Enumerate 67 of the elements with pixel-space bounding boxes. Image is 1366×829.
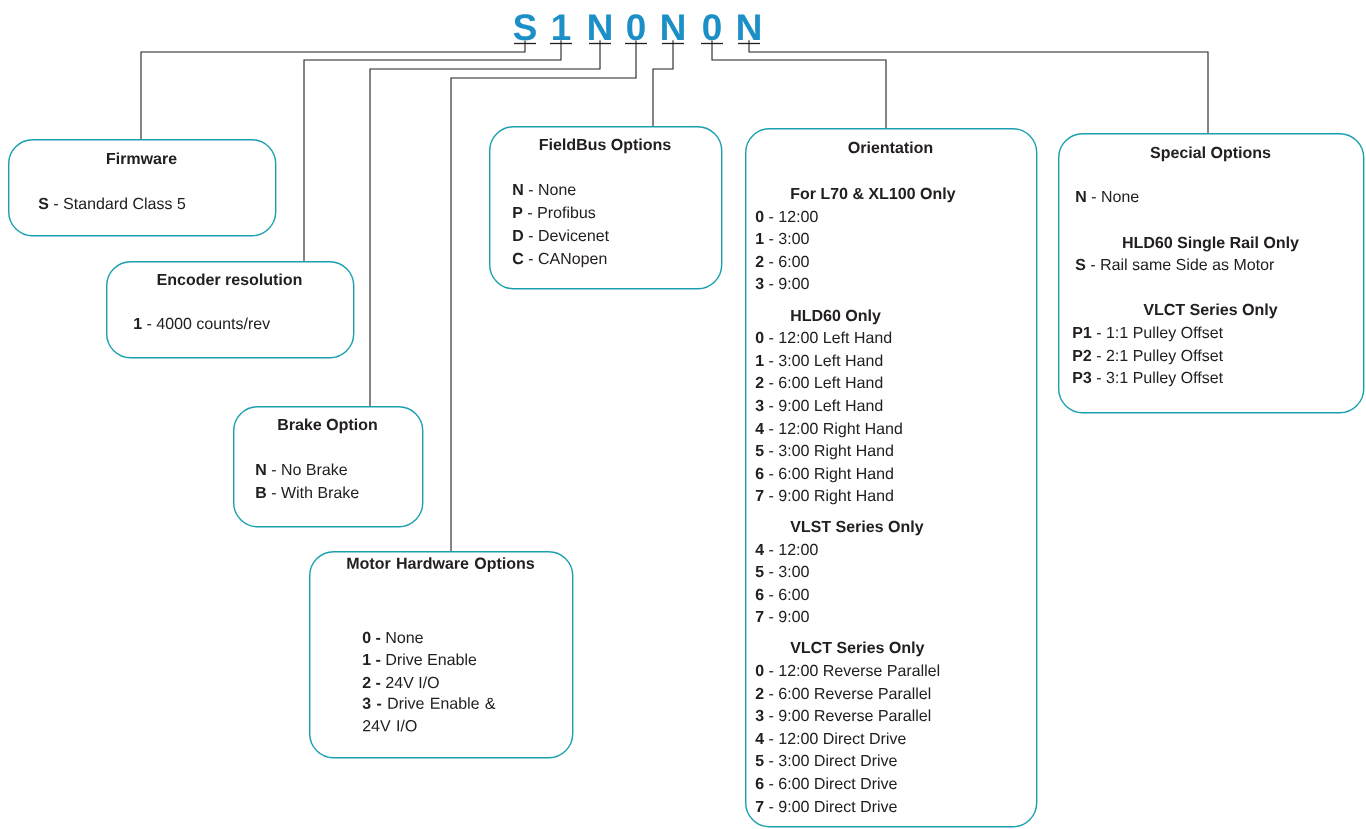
code-character: 1 <box>553 14 571 40</box>
option-row: 6 - 6:00 <box>755 588 809 601</box>
option-row: 4 - 12:00 Right Hand <box>755 422 902 438</box>
box-heading: Motor Hardware Options <box>347 557 535 573</box>
option-row: P1 - 1:1 Pulley Offset <box>1073 326 1223 342</box>
option-row: 2 - 6:00 Left Hand <box>755 376 883 389</box>
option-row: S - Standard Class 5 <box>38 197 186 210</box>
box-heading: Brake Option <box>278 418 377 434</box>
option-row: 3 - 9:00 Reverse Parallel <box>755 709 931 722</box>
option-row: 1 - 4000 counts/rev <box>134 317 271 330</box>
connector-line <box>303 39 562 262</box>
code-character: N <box>589 14 611 40</box>
code-character: S <box>513 14 536 41</box>
option-row: P3 - 3:1 Pulley Offset <box>1073 371 1223 387</box>
option-row: 1 - 3:00 Left Hand <box>756 354 883 367</box>
option-row: N - None <box>513 184 576 196</box>
option-row: B - With Brake <box>256 486 359 499</box>
section-heading: VLCT Series Only <box>1143 303 1278 319</box>
code-character: N <box>662 14 684 40</box>
box-heading: Firmware <box>107 152 177 165</box>
connector-line <box>652 39 674 127</box>
box-heading: Encoder resolution <box>157 273 302 286</box>
connector-line <box>140 40 526 140</box>
option-row: 0 - 12:00 <box>755 210 818 223</box>
code-character: 0 <box>703 14 721 41</box>
option-row: N - No Brake <box>256 463 347 476</box>
option-row: 2 - 6:00 <box>755 255 809 268</box>
option-row: 0 - None <box>362 631 423 644</box>
option-row: 2 - 24V I/O <box>362 676 439 689</box>
option-row: C - CANopen <box>512 252 607 268</box>
box-heading: Special Options <box>1150 146 1271 162</box>
option-row: 5 - 3:00 Right Hand <box>755 444 893 460</box>
option-row: 7 - 9:00 Right Hand <box>755 489 893 505</box>
option-row: 4 - 12:00 <box>755 543 818 556</box>
connector-line <box>711 40 887 129</box>
box-heading: Orientation <box>848 141 933 154</box>
option-row: 5 - 3:00 Direct Drive <box>755 754 897 767</box>
option-row: 6 - 6:00 Right Hand <box>755 467 893 483</box>
option-row: 7 - 9:00 Direct Drive <box>755 800 897 813</box>
option-row: S - Rail same Side as Motor <box>1075 258 1275 271</box>
section-heading: VLST Series Only <box>790 520 924 536</box>
section-heading: HLD60 Single Rail Only <box>1123 236 1299 252</box>
option-row: 5 - 3:00 <box>755 565 809 578</box>
option-row: 7 - 9:00 <box>755 610 809 623</box>
option-row: 0 - 12:00 Left Hand <box>755 331 892 344</box>
section-heading: VLCT Series Only <box>790 641 925 657</box>
option-row: 1 - 3:00 <box>756 232 809 245</box>
section-heading: HLD60 Only <box>791 309 881 325</box>
section-heading: For L70 & XL100 Only <box>791 187 956 203</box>
code-character: 0 <box>627 14 645 41</box>
option-row: 3 - Drive Enable & 24V I/O <box>362 697 496 732</box>
option-row: 6 - 6:00 Direct Drive <box>755 777 897 790</box>
option-row: 0 - 12:00 Reverse Parallel <box>755 664 940 677</box>
box-heading: FieldBus Options <box>539 138 671 154</box>
code-character: N <box>738 14 760 40</box>
option-row: D - Devicenet <box>513 229 609 242</box>
option-row: 3 - 9:00 Left Hand <box>755 399 883 412</box>
connector-line <box>450 40 637 552</box>
option-row: P2 - 2:1 Pulley Offset <box>1073 349 1223 365</box>
option-row: 1 - Drive Enable <box>363 653 477 666</box>
option-row: 3 - 9:00 <box>755 277 809 290</box>
option-row: 4 - 12:00 Direct Drive <box>755 732 906 745</box>
option-row: 2 - 6:00 Reverse Parallel <box>755 687 931 700</box>
option-row: N - None <box>1076 191 1139 203</box>
connector-line <box>748 39 1209 134</box>
connector-line <box>369 39 601 407</box>
option-row: P - Profibus <box>513 206 596 219</box>
